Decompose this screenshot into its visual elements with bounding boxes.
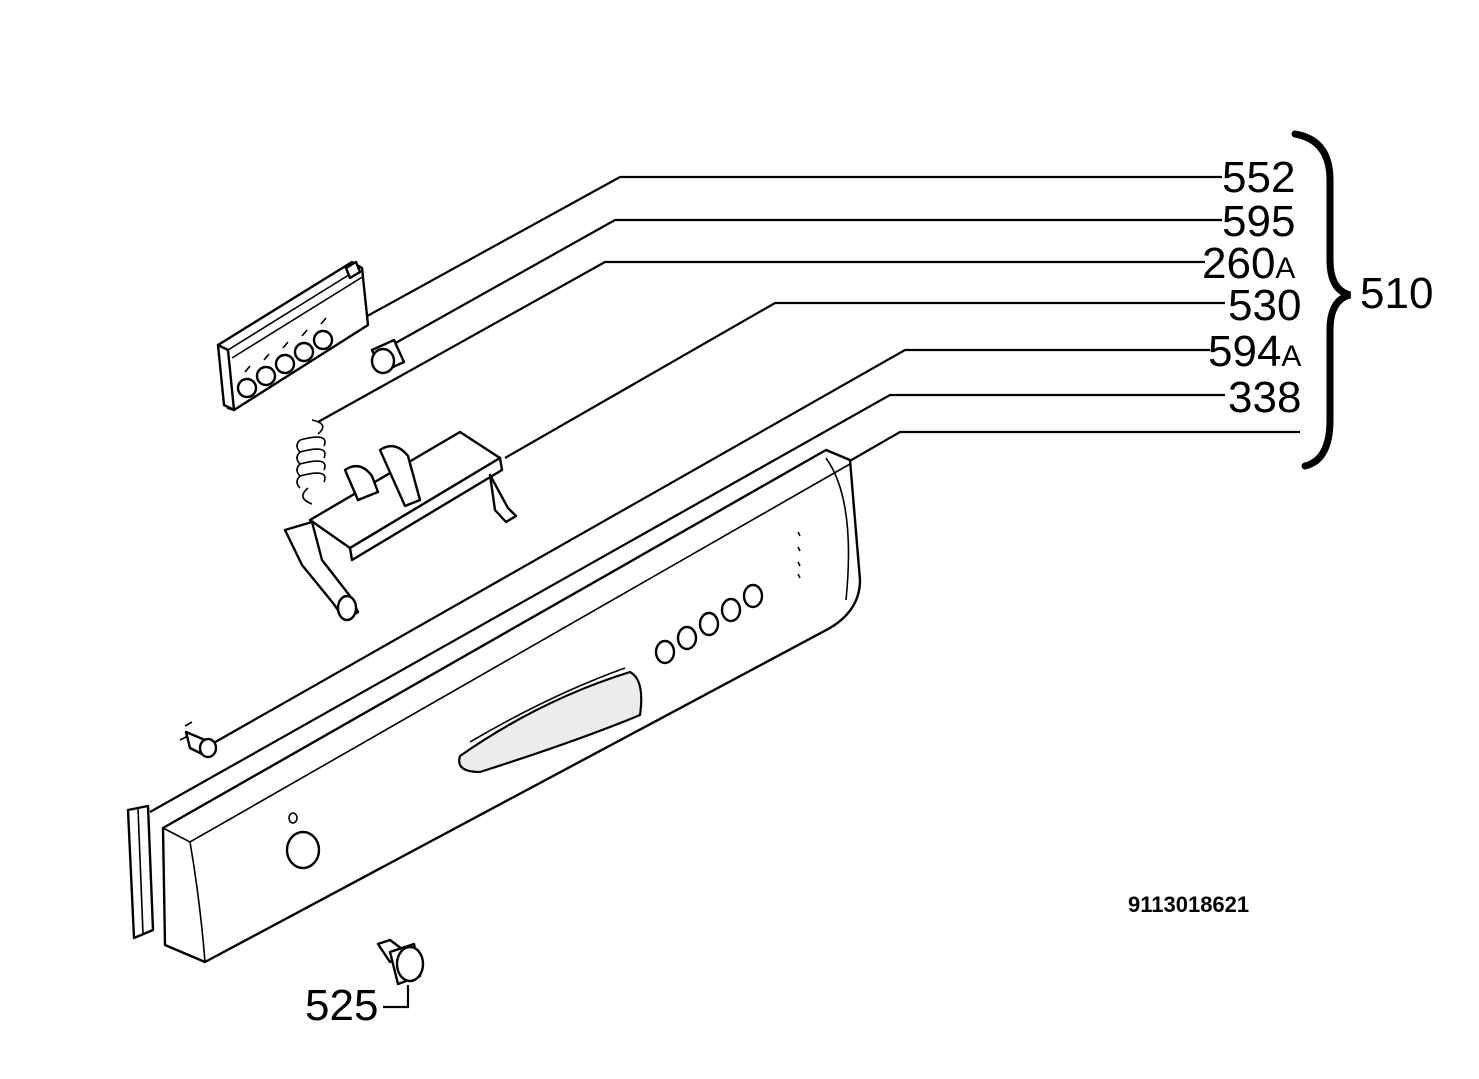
end-strip-part — [126, 804, 155, 940]
handle-recess — [458, 670, 643, 774]
label-594a: 594A — [1208, 327, 1301, 376]
button-row — [654, 583, 764, 665]
switch-block-part — [216, 260, 370, 412]
leader-530 — [504, 301, 1225, 459]
leader-594a — [209, 348, 1210, 746]
label-595: 595 — [1222, 197, 1295, 246]
label-552: 552 — [1222, 153, 1295, 202]
label-525: 525 — [305, 981, 378, 1030]
label-338: 338 — [1228, 373, 1301, 422]
leader-525 — [383, 985, 410, 1009]
leader-552 — [359, 175, 1222, 321]
brace-510 — [1291, 130, 1352, 470]
label-530: 530 — [1228, 281, 1301, 330]
latch-lever-part — [283, 430, 518, 622]
rotary-knob-part — [376, 938, 425, 986]
leader-260a — [317, 260, 1205, 423]
leader-338 — [149, 393, 1225, 813]
label-510: 510 — [1360, 269, 1433, 318]
leader-595 — [391, 218, 1222, 346]
control-panel-part — [161, 448, 862, 964]
spring-part — [296, 419, 326, 505]
leader-lines — [149, 175, 1300, 1009]
drawing-code: 9113018621 — [1128, 892, 1249, 917]
label-260a: 260A — [1202, 239, 1295, 288]
small-knob-part — [370, 338, 406, 375]
knob-hole — [285, 830, 321, 870]
indicator-ticks — [797, 531, 801, 579]
leader-panel — [847, 430, 1300, 463]
lamp-pin-part — [179, 721, 218, 759]
